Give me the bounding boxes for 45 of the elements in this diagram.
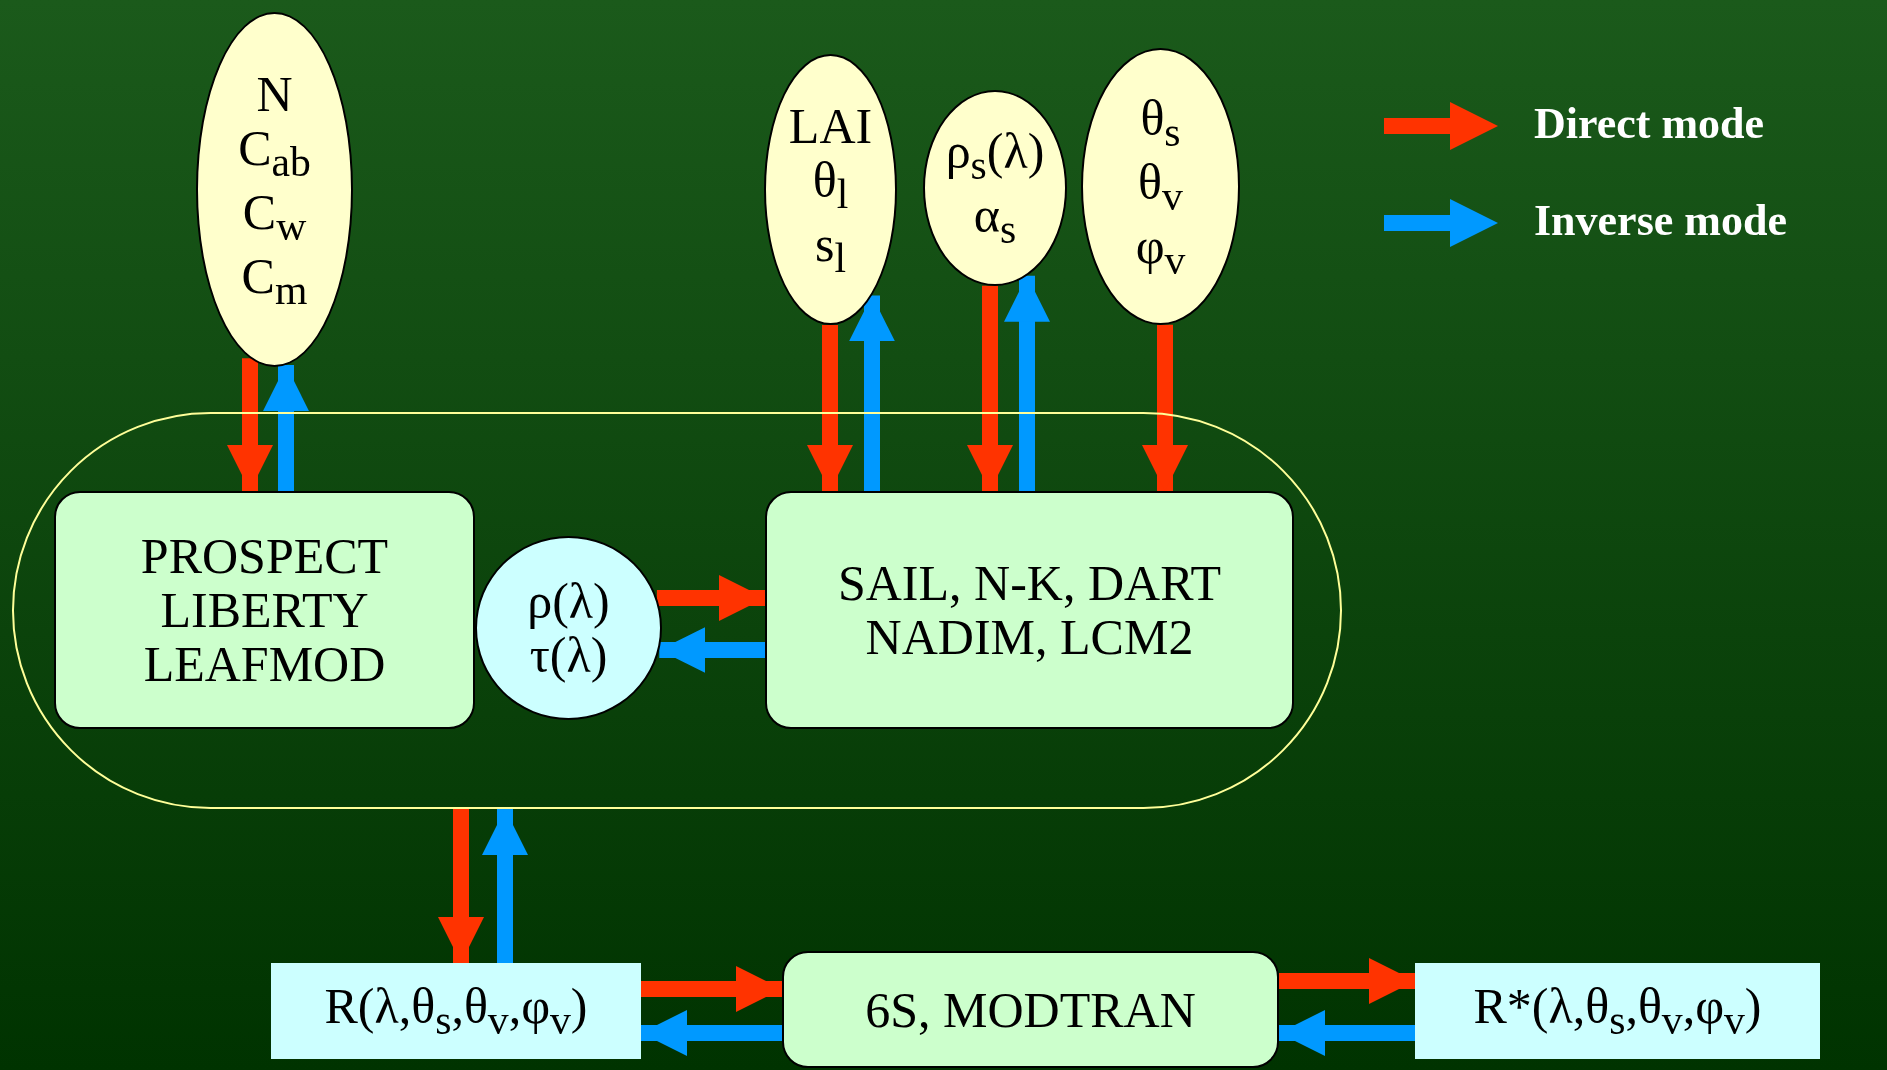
arrow [1004,275,1050,491]
node-text: θ$_{s}$ [1140,90,1181,155]
model-box [54,491,475,729]
legend-label: Inverse mode [1534,195,1787,246]
node-text: C$_{ab}$ [238,120,311,185]
model-box [765,491,1294,729]
node-text: LEAFMOD [143,637,386,691]
node-text: PROSPECT [140,529,389,583]
node-text: α$_{s}$ [973,188,1017,252]
node-text: LAI [788,98,873,153]
node-text: SAIL, N-K, DART [837,556,1222,610]
model-box [782,951,1279,1068]
output-box [271,963,641,1059]
legend-label: Direct mode [1534,98,1765,149]
arrow [227,358,273,491]
arrow [659,627,765,673]
node-text: τ(λ) [529,628,608,682]
arrow [438,809,484,963]
group-outline [12,412,1342,809]
arrow [807,325,853,491]
arrow [482,809,528,963]
arrow [641,1010,782,1056]
arrow [263,365,309,491]
arrow [849,295,895,491]
node-text: φ$_{v}$ [1135,218,1186,283]
arrow [1142,324,1188,491]
output-box [1415,963,1820,1059]
node-text: C$_{w}$ [242,184,307,249]
node-text: ρ(λ) [527,574,610,628]
node-text: θ$_{v}$ [1138,154,1183,219]
node-text: C$_{m}$ [241,248,308,313]
arrow [1279,1010,1415,1056]
node-text: s$_{l}$ [814,216,846,281]
node-text: ρ$_{s}$(λ) [945,124,1045,188]
node-text: NADIM, LCM2 [865,610,1194,664]
node-text: 6S, MODTRAN [865,982,1196,1037]
node-text: LIBERTY [160,583,369,637]
arrow [656,575,765,621]
node-text: θ$_{l}$ [812,152,849,217]
arrow [641,966,782,1012]
node-text: R(λ,θ$_{s}$,θ$_{v}$,φ$_{v}$) [324,979,588,1043]
node-text: N [256,66,293,121]
node-text: R*(λ,θ$_{s}$,θ$_{v}$,φ$_{v}$) [1473,979,1762,1043]
arrow [1279,958,1415,1004]
arrow [967,285,1013,491]
